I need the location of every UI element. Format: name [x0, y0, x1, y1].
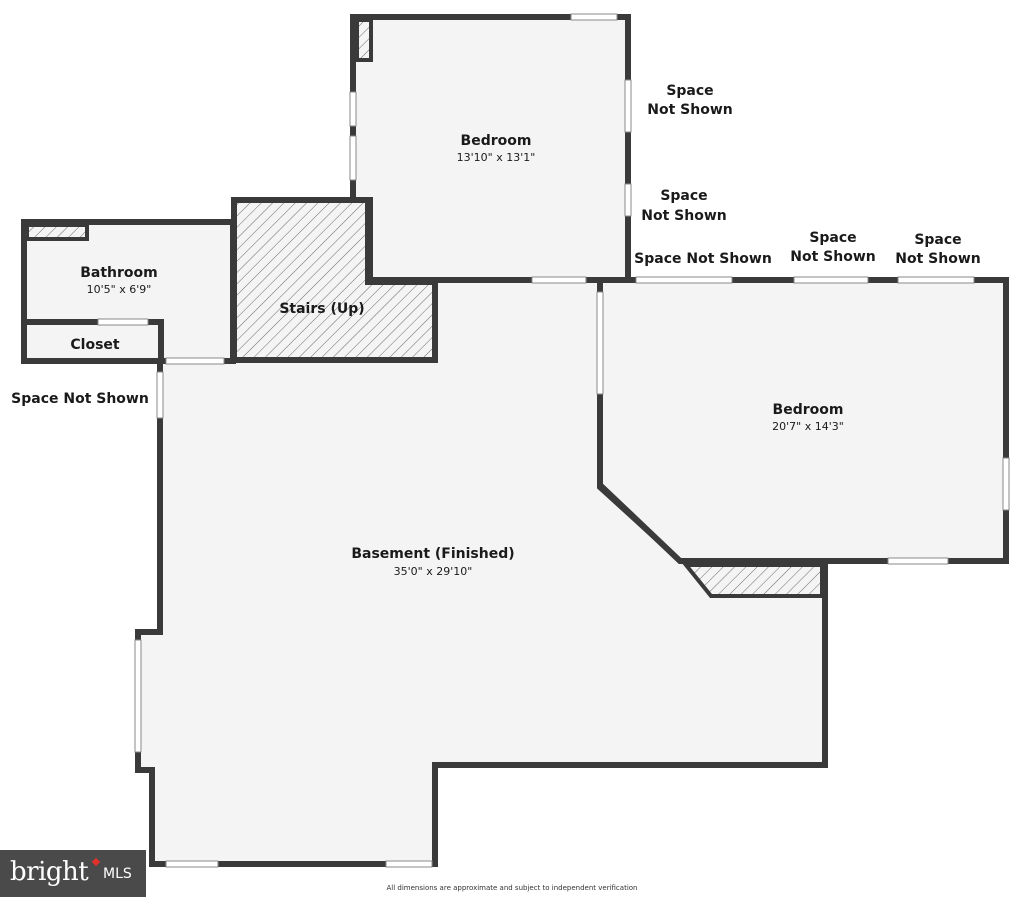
logo-suffix-text: MLS [103, 866, 132, 882]
space-not-shown-label: Not Shown [790, 249, 875, 265]
hatched-area-top-left [355, 18, 373, 62]
space-not-shown-label: Space [914, 232, 961, 248]
space-not-shown-label: Space [809, 230, 856, 246]
room-label-bathroom: Bathroom [80, 265, 158, 281]
room-dims-bedroom-top: 13'10" x 13'1" [457, 151, 536, 164]
space-not-shown-label: Space Not Shown [11, 391, 149, 407]
bright-mls-logo: bright MLS [0, 850, 146, 897]
space-not-shown-label: Not Shown [641, 208, 726, 224]
room-dims-bathroom: 10'5" x 6'9" [87, 283, 152, 296]
room-dims-bedroom-right: 20'7" x 14'3" [772, 420, 844, 433]
space-not-shown-label: Space [660, 188, 707, 204]
room-label-closet: Closet [70, 337, 120, 353]
closet-floor [21, 319, 164, 364]
logo-brand-text: bright [10, 857, 89, 887]
room-label-basement: Basement (Finished) [351, 546, 514, 562]
room-label-bedroom-top: Bedroom [461, 133, 532, 149]
room-dims-basement: 35'0" x 29'10" [394, 565, 473, 578]
space-not-shown-label: Not Shown [647, 102, 732, 118]
room-label-bedroom-right: Bedroom [773, 402, 844, 418]
logo-accent-icon [91, 857, 101, 867]
room-label-stairs: Stairs (Up) [279, 301, 364, 317]
hatched-area-bathroom [25, 223, 89, 241]
windows [97, 13, 1010, 868]
space-not-shown-label: Space [666, 83, 713, 99]
footer-disclaimer: All dimensions are approximate and subje… [386, 884, 638, 892]
space-not-shown-label: Not Shown [895, 251, 980, 267]
hatched-area-bedroom-right [681, 563, 824, 598]
space-not-shown-label: Space Not Shown [634, 251, 772, 267]
